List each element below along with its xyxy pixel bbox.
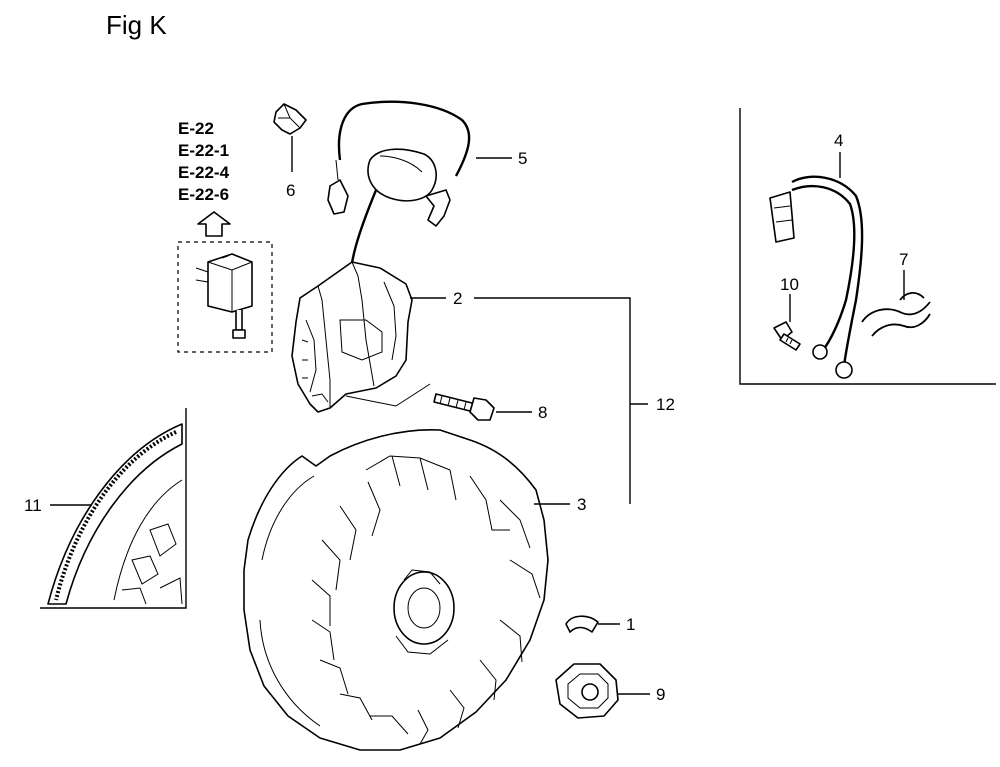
part-3-flywheel [243, 428, 549, 751]
callout-10: 10 [780, 275, 799, 294]
ref-code: E-22 [178, 119, 214, 138]
callout-9: 9 [656, 685, 665, 704]
callout-11: 11 [24, 496, 42, 515]
callout-5: 5 [518, 149, 527, 168]
callout-1: 1 [626, 615, 635, 634]
part-11-ring-gear [40, 408, 187, 609]
leader-lines [50, 152, 905, 695]
callout-3: 3 [577, 495, 586, 514]
ref-code: E-22-1 [178, 141, 229, 160]
part-2-ignition-coil [291, 261, 431, 413]
part-9-nut [555, 663, 619, 719]
callout-4: 4 [834, 131, 843, 150]
right-inset [739, 108, 996, 385]
callout-2: 2 [453, 289, 462, 308]
ref-code: E-22-6 [178, 185, 229, 204]
alternate-coil-inset [177, 241, 273, 353]
figure-title: Fig K [106, 10, 167, 40]
callout-6: 6 [286, 181, 295, 200]
callout-8: 8 [538, 403, 547, 422]
part-6-clip [273, 103, 307, 172]
part-5-ht-cable [327, 100, 471, 311]
ref-code: E-22-4 [178, 163, 230, 182]
reference-arrow-icon [197, 211, 231, 237]
reference-codes: E-22 E-22-1 E-22-4 E-22-6 [178, 119, 230, 204]
callouts: 1 2 3 4 5 6 7 8 9 10 11 12 [24, 131, 908, 704]
part-1-key [565, 615, 599, 633]
callout-12: 12 [656, 395, 675, 414]
callout-7: 7 [899, 250, 908, 269]
part-8-bolt [433, 393, 495, 421]
